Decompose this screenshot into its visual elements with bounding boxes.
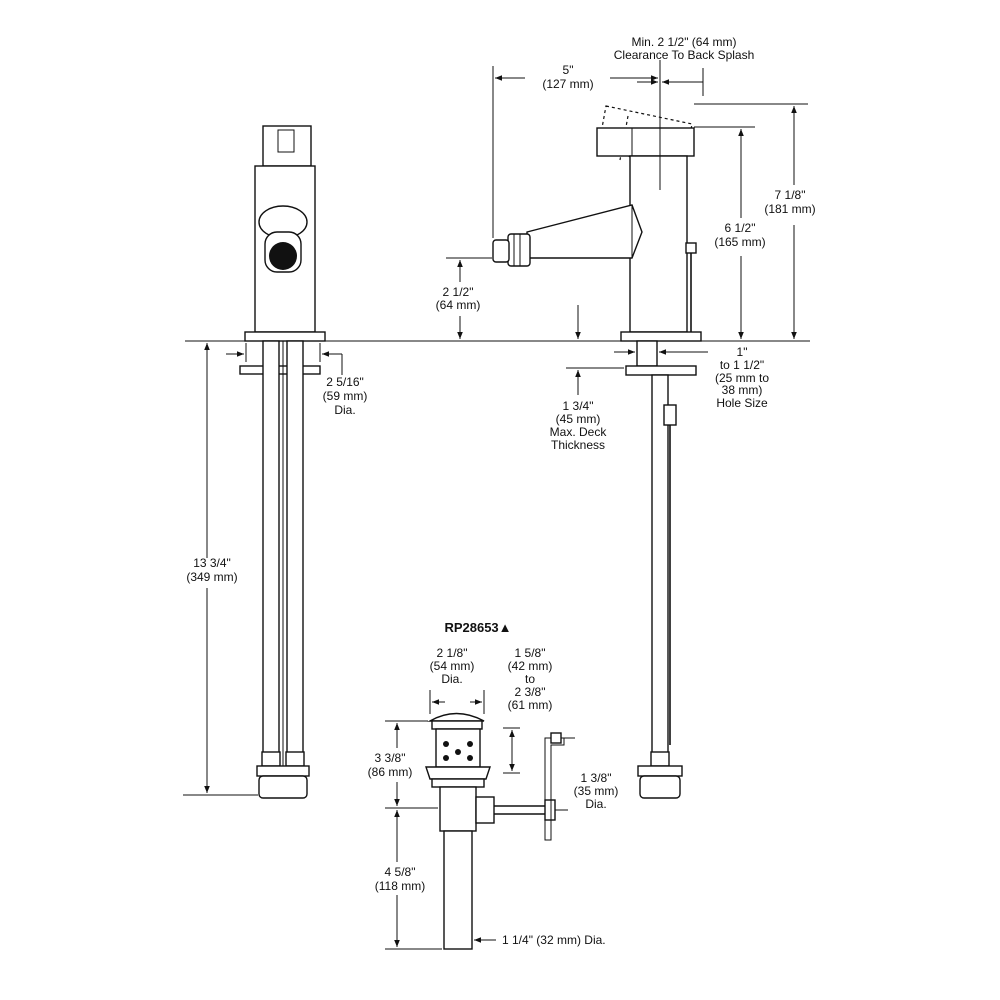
- deck-thickness-1: 1 3/4": [563, 399, 594, 413]
- hole-size-1: 1": [737, 345, 748, 359]
- base-dia-in: 2 5/16": [326, 375, 364, 389]
- supply-length-mm: (349 mm): [186, 570, 237, 584]
- tail-dia: 1 1/4" (32 mm) Dia.: [502, 933, 606, 947]
- total-height-mm: (181 mm): [764, 202, 815, 216]
- clearance-line-1: Min. 2 1/2" (64 mm): [632, 35, 737, 49]
- drain-body-mm: (86 mm): [368, 765, 413, 779]
- drain-conn-in: 1 3/8": [581, 771, 612, 785]
- spout-clear-in: 2 1/2": [443, 285, 474, 299]
- drain-conn-mm: (35 mm): [574, 784, 619, 798]
- faucet-side-view: [492, 105, 702, 799]
- part-number: RP28653▲: [444, 620, 511, 635]
- spout-clear-mm: (64 mm): [436, 298, 481, 312]
- hole-size-3: (25 mm to: [715, 371, 769, 385]
- total-height-in: 7 1/8": [775, 188, 806, 202]
- base-dia-label: Dia.: [334, 403, 355, 417]
- spout-height-in: 6 1/2": [725, 221, 756, 235]
- drain-flange-label: Dia.: [441, 672, 462, 686]
- spout-height-mm: (165 mm): [714, 235, 765, 249]
- drain-flange-mm: (54 mm): [430, 659, 475, 673]
- reach-in: 5": [563, 63, 574, 77]
- base-dia-mm: (59 mm): [323, 389, 368, 403]
- hole-size-2: to 1 1/2": [720, 358, 764, 372]
- hole-size-5: Hole Size: [716, 396, 768, 410]
- drain-range-5: (61 mm): [508, 698, 553, 712]
- deck-thickness-2: (45 mm): [556, 412, 601, 426]
- faucet-front-view: [239, 125, 326, 799]
- hole-size-4: 38 mm): [722, 383, 763, 397]
- drain-flange-in: 2 1/8": [437, 646, 468, 660]
- deck-thickness-4: Thickness: [551, 438, 605, 452]
- drain-conn-label: Dia.: [585, 797, 606, 811]
- clearance-line-2: Clearance To Back Splash: [614, 48, 755, 62]
- tail-length-in: 4 5/8": [385, 865, 416, 879]
- drain-range-3: to: [525, 672, 535, 686]
- drain-range-1: 1 5/8": [515, 646, 546, 660]
- drain-assembly: [425, 712, 575, 950]
- reach-mm: (127 mm): [542, 77, 593, 91]
- drain-body-in: 3 3/8": [375, 751, 406, 765]
- deck-thickness-3: Max. Deck: [550, 425, 608, 439]
- drain-range-4: 2 3/8": [515, 685, 546, 699]
- drain-range-2: (42 mm): [508, 659, 553, 673]
- tail-length-mm: (118 mm): [375, 879, 425, 893]
- supply-length-in: 13 3/4": [193, 556, 231, 570]
